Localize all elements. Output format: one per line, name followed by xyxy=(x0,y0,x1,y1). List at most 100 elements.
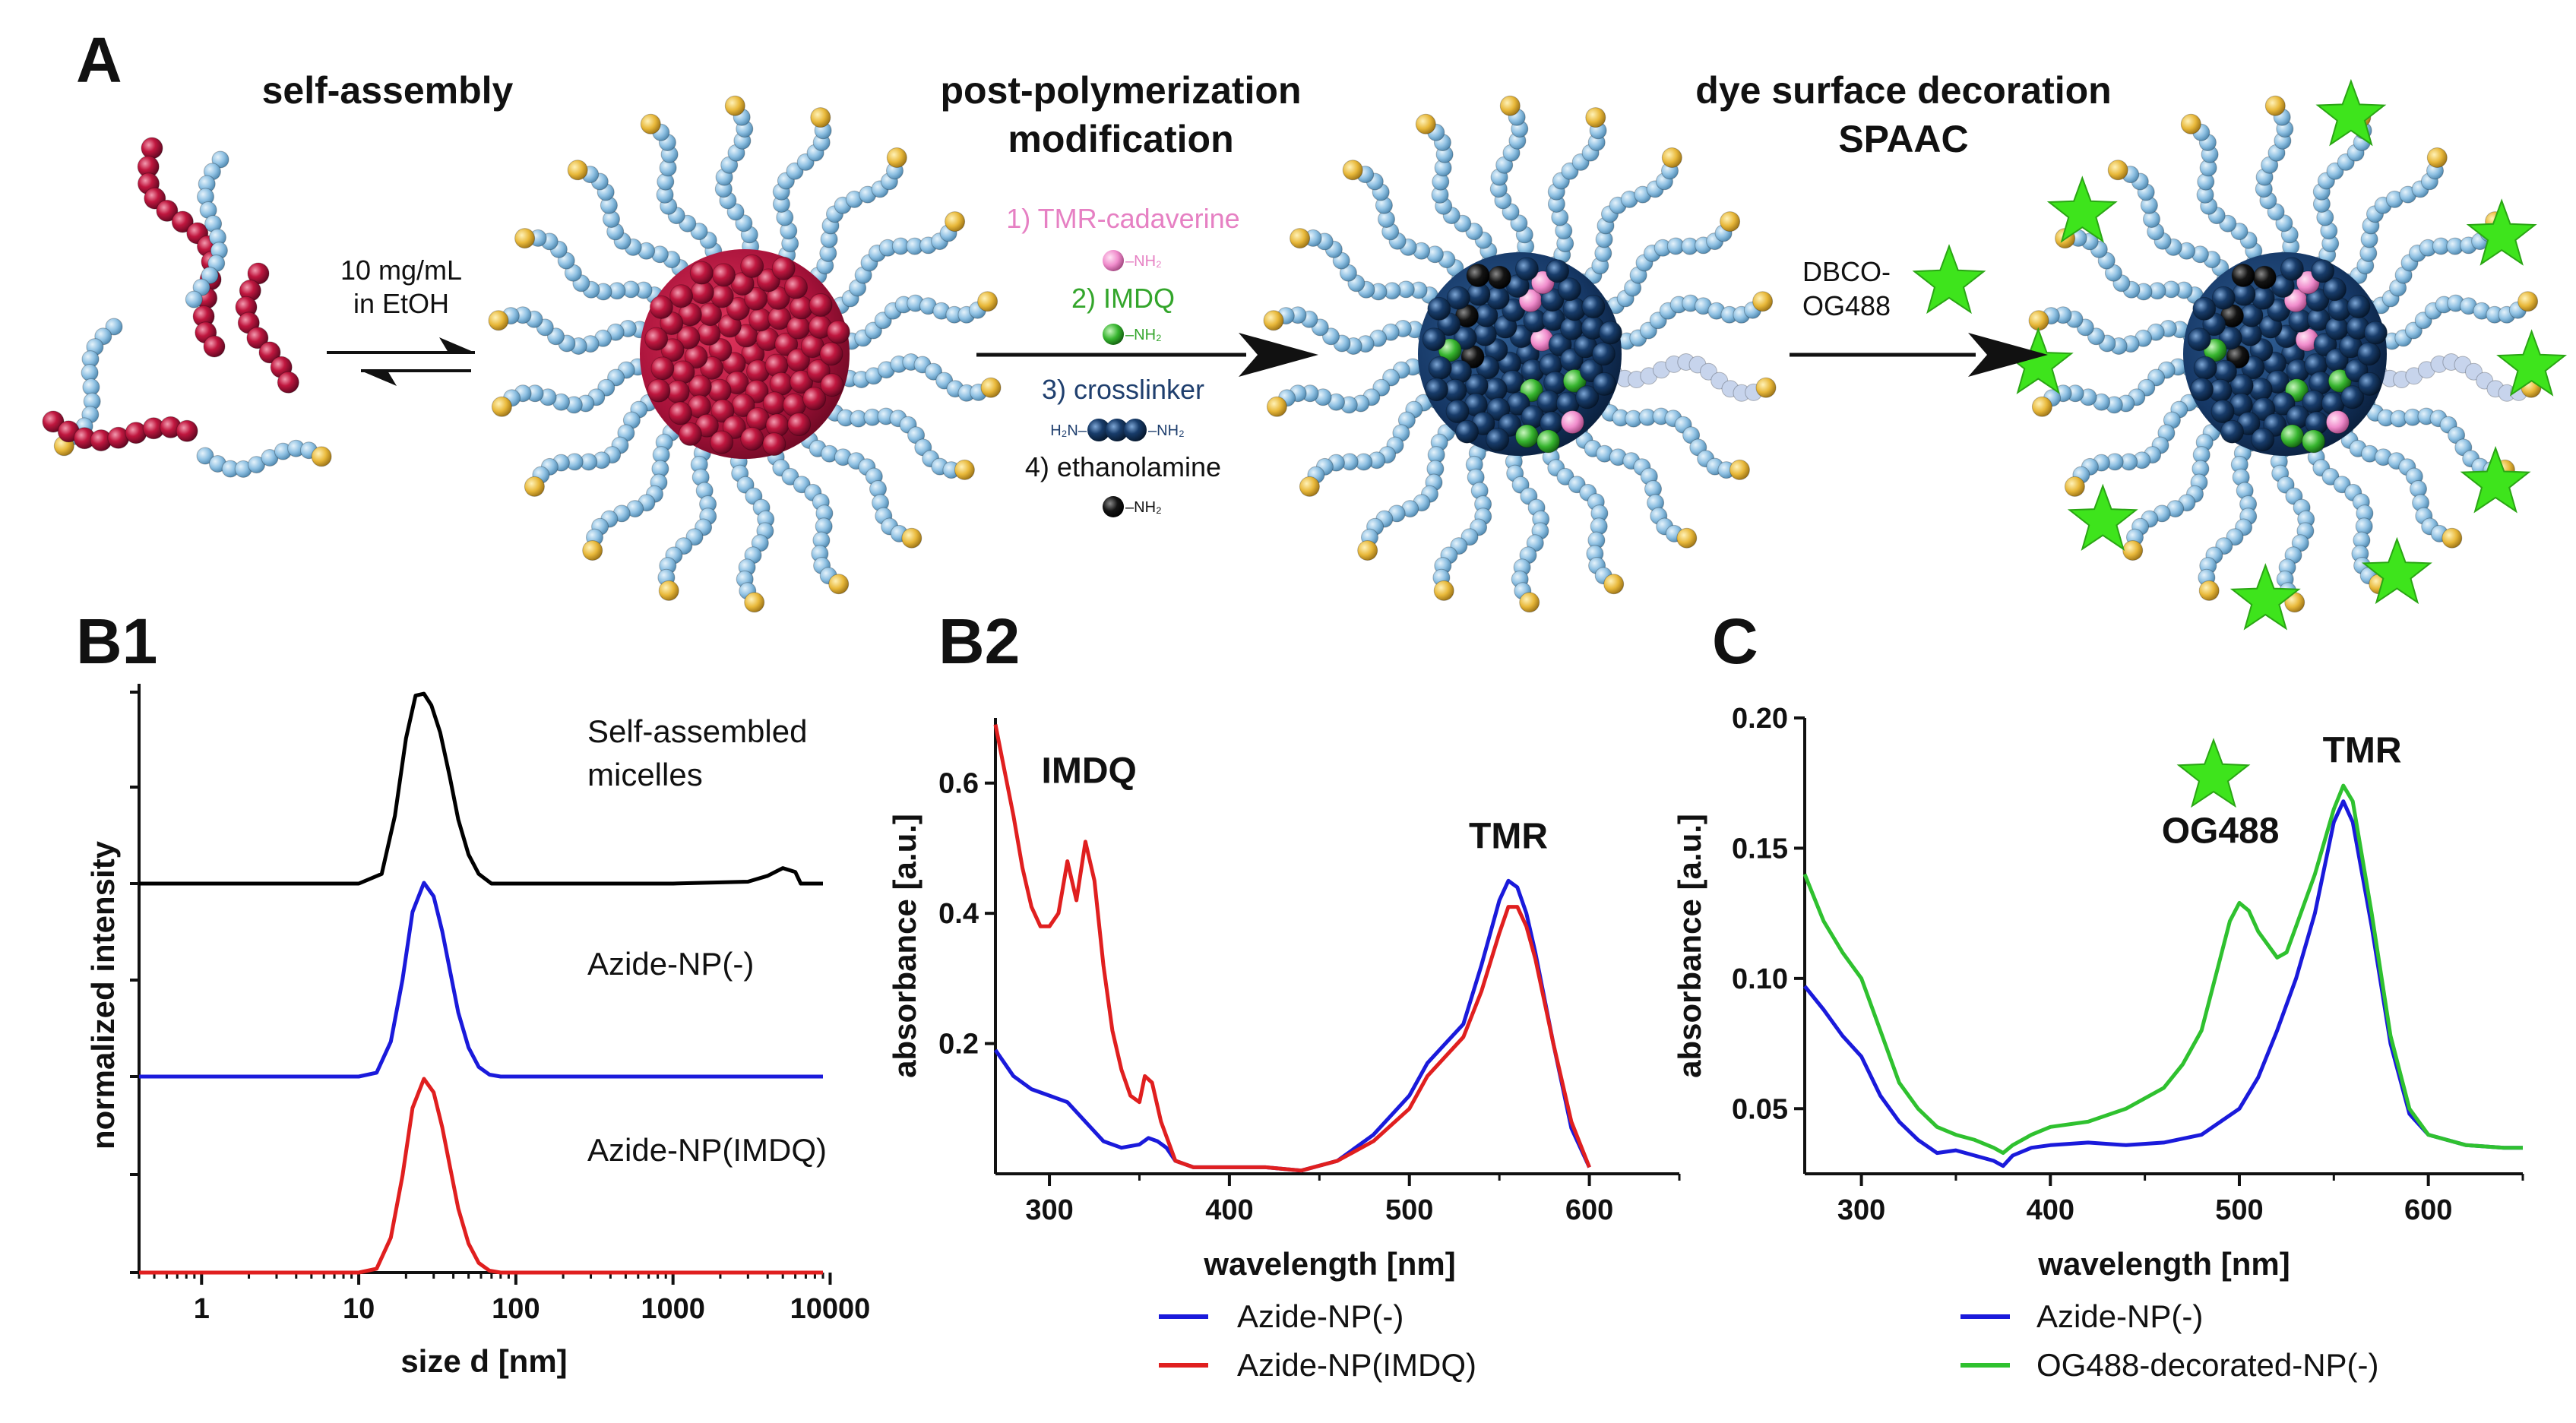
polymer-bead xyxy=(722,415,746,439)
polymer-bead xyxy=(2220,419,2244,444)
polymer-bead xyxy=(1427,296,1451,321)
polymer-bead xyxy=(1560,410,1584,435)
polymer-bead xyxy=(582,540,603,561)
polymer-bead xyxy=(1598,321,1622,345)
polymer-bead xyxy=(901,527,922,549)
x-tick-label: 100 xyxy=(492,1293,540,1325)
polymer-bead xyxy=(246,327,269,349)
b1-series xyxy=(139,691,823,1275)
polymer-bead xyxy=(2442,527,2463,549)
polymer-bead xyxy=(678,422,702,446)
x-tick-label: 600 xyxy=(1565,1194,1613,1226)
c-legend-label: OG488-decorated-NP(-) xyxy=(2036,1347,2379,1383)
b2-series xyxy=(993,724,1591,1173)
polymer-bead xyxy=(2280,257,2304,281)
og488-star-icon xyxy=(2067,483,2138,552)
peak-annotation: OG488 xyxy=(2162,811,2280,852)
peak-annotation: TMR xyxy=(2323,730,2402,770)
ethanolamine-bead-icon xyxy=(1103,496,1124,517)
polymer-bead xyxy=(1415,113,1436,134)
polymer-bead xyxy=(790,370,814,394)
series-line xyxy=(139,881,823,1079)
polymer-bead xyxy=(724,95,745,116)
series-line xyxy=(1803,799,2523,1168)
polymer-bead xyxy=(105,318,123,336)
step3-reagent-line1: DBCO- xyxy=(1802,256,1891,287)
y-tick-label: 0.05 xyxy=(1732,1093,1788,1125)
polymer-bead xyxy=(567,160,588,181)
reagent1-label: 1) TMR-cadaverine xyxy=(1006,203,1239,234)
polymer-bead xyxy=(196,447,214,465)
polymer-bead xyxy=(1299,476,1320,497)
polymer-bead xyxy=(886,147,907,168)
polymer-bead xyxy=(2340,385,2365,410)
polymer-bead xyxy=(1519,592,1540,613)
polymer-bead xyxy=(945,211,966,232)
panel-label-b2: B2 xyxy=(938,606,1020,677)
panel-label-b1: B1 xyxy=(76,606,157,677)
polymer-bead xyxy=(2311,259,2335,283)
x-tick-label: 400 xyxy=(1205,1194,1253,1226)
polymer-bead xyxy=(2190,378,2214,402)
reagent2-label: 2) IMDQ xyxy=(1071,283,1175,314)
polymer-bead xyxy=(740,254,764,278)
polymer-bead xyxy=(1422,327,1446,352)
polymer-bead xyxy=(647,378,671,403)
polymer-bead xyxy=(980,377,1002,398)
polymer-bead xyxy=(2251,286,2275,310)
step1-title: self-assembly xyxy=(262,69,514,112)
crosslinker-bead-icon xyxy=(1087,419,1110,441)
b1-y-axis-label: normalized intensity xyxy=(85,840,121,1149)
polymer-bead xyxy=(787,413,812,436)
polymer-bead xyxy=(1720,211,1741,232)
b1-series-label: micelles xyxy=(587,757,703,792)
og488-star-icon xyxy=(2361,536,2432,605)
polymer-bead xyxy=(1592,372,1616,396)
polymer-bead xyxy=(650,356,675,381)
polymer-bead xyxy=(1266,396,1287,417)
polymer-bead xyxy=(644,327,669,351)
polymer-bead xyxy=(2426,147,2448,168)
reaction-arrow-step3 xyxy=(1790,333,2048,377)
scheme-panel-a: A self-assembly post-polymerization modi… xyxy=(42,24,2568,631)
og488-star-icon xyxy=(1912,244,1986,315)
polymer-bead xyxy=(2252,265,2277,289)
polymer-bead xyxy=(491,396,512,417)
panel-label-a: A xyxy=(76,24,122,96)
polymer-bead xyxy=(1466,264,1490,287)
polymer-bead xyxy=(1755,377,1777,398)
polymer-bead xyxy=(1514,257,1539,281)
polymer-bead xyxy=(802,387,827,411)
polymer-bead xyxy=(1536,429,1561,454)
polymer-bead xyxy=(744,592,765,613)
y-tick-label: 0.2 xyxy=(938,1029,979,1061)
x-tick-label: 400 xyxy=(2027,1194,2074,1226)
polymer-bead xyxy=(2363,321,2388,345)
reagent3-label: 3) crosslinker xyxy=(1042,374,1204,405)
polymer-bead xyxy=(2187,327,2211,352)
step3-title-line2: SPAAC xyxy=(1838,118,1968,160)
b1-series-label: Azide-NP(-) xyxy=(587,946,754,982)
series-line xyxy=(993,724,1591,1173)
polymer-bead xyxy=(710,284,734,308)
peak-annotation: IMDQ xyxy=(1042,751,1137,792)
y-tick-label: 0.15 xyxy=(1732,833,1788,865)
polymer-bead xyxy=(810,107,831,128)
x-tick-label: 10000 xyxy=(790,1293,871,1325)
polymer-bead xyxy=(185,290,203,308)
polymer-bead xyxy=(1562,368,1587,393)
og488-star-icon xyxy=(2176,738,2251,808)
polymer-bead xyxy=(710,399,735,423)
polymer-bead xyxy=(977,291,998,312)
x-tick-label: 600 xyxy=(2404,1194,2452,1226)
reagent1-group: –NH₂ xyxy=(1125,253,1162,270)
polymer-bead xyxy=(1546,259,1570,283)
polymer-bead xyxy=(1342,160,1363,181)
polymer-bead xyxy=(248,456,265,474)
polymer-bead xyxy=(1425,378,1448,402)
